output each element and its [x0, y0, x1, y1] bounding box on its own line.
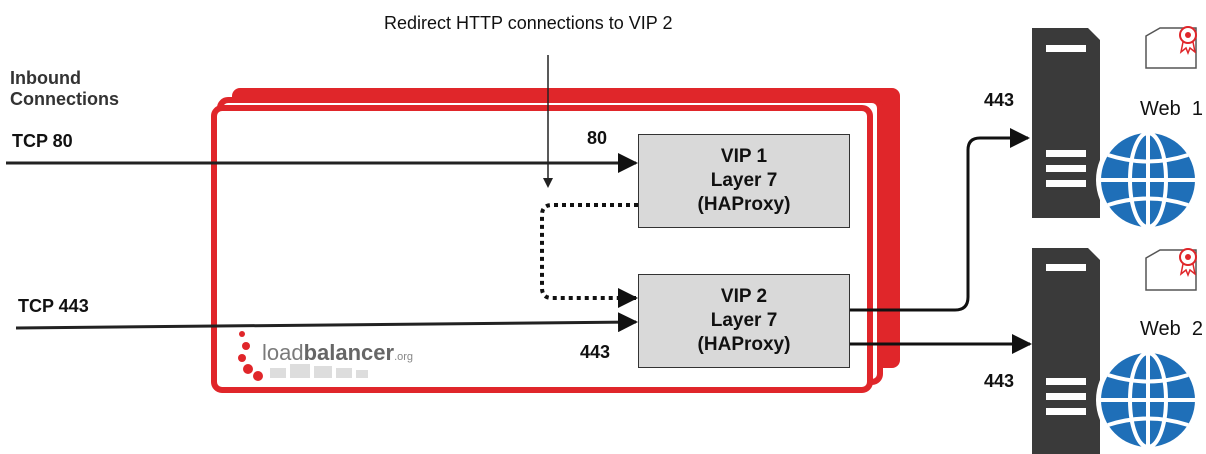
vip2-box: VIP 2 Layer 7 (HAProxy) [638, 274, 850, 368]
logo-main: balancer [303, 340, 395, 365]
vip1-layer: Layer 7 [710, 170, 778, 191]
web2-globe-icon [1096, 348, 1200, 452]
web1-server-icon [1032, 28, 1100, 218]
redirect-dotted-path [540, 203, 638, 308]
port-443-inbound-label: 443 [580, 342, 611, 362]
vip2-engine: (HAProxy) [697, 334, 791, 355]
tcp443-label: TCP 443 [18, 296, 89, 316]
tcp443-connection-line [15, 312, 638, 333]
web1-certificate-icon [1145, 26, 1197, 69]
logo-suffix: .org [394, 351, 414, 363]
tcp80-label: TCP 80 [12, 131, 73, 151]
port-80-label: 80 [587, 128, 608, 148]
loadbalancer-logo-mark [238, 331, 368, 381]
vip1-engine: (HAProxy) [697, 194, 791, 215]
vip2-layer: Layer 7 [710, 310, 778, 331]
vip2-name: VIP 2 [720, 286, 768, 307]
web2-label: Web 2 [1140, 318, 1203, 340]
inbound-connections-label-line1: Inbound [10, 68, 81, 88]
web2-server-icon [1032, 248, 1100, 454]
loadbalancer-logo: loadbalancer.org [262, 340, 413, 366]
port-443-web1-label: 443 [984, 90, 1015, 110]
vip2-to-web1-line [850, 128, 1030, 312]
port-443-web2-label: 443 [984, 371, 1015, 391]
web2-certificate-icon [1145, 248, 1197, 291]
web1-label: Web 1 [1140, 98, 1203, 120]
vip1-name: VIP 1 [720, 146, 768, 167]
redirect-annotation-label: Redirect HTTP connections to VIP 2 [384, 13, 673, 33]
vip1-box: VIP 1 Layer 7 (HAProxy) [638, 134, 850, 228]
web1-globe-icon [1096, 128, 1200, 232]
inbound-connections-label-line2: Connections [10, 89, 120, 109]
logo-prefix: load [262, 340, 304, 365]
